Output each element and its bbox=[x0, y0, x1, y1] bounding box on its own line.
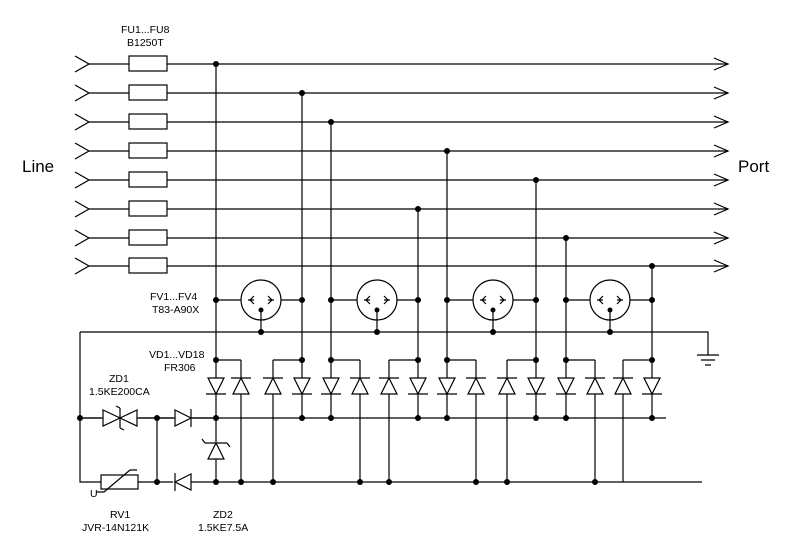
zd2-label: ZD2 bbox=[213, 509, 233, 521]
fuse-2 bbox=[128, 84, 168, 101]
line-4 bbox=[74, 142, 730, 160]
diode-label: VD1...VD18 bbox=[149, 349, 205, 361]
diode-vd3 bbox=[263, 372, 283, 400]
line-3 bbox=[74, 113, 730, 131]
diode-vd4 bbox=[292, 372, 312, 400]
diode-vd11 bbox=[497, 372, 517, 400]
zd1-type-label: 1.5KE200CA bbox=[89, 386, 150, 398]
diode-bridge bbox=[77, 357, 666, 482]
line-6 bbox=[74, 200, 730, 218]
line-1 bbox=[74, 55, 730, 73]
diode-vd17 bbox=[174, 409, 216, 427]
rv1-type-label: JVR-14N121K bbox=[82, 522, 149, 534]
line-2 bbox=[74, 84, 730, 102]
diode-vd1 bbox=[206, 372, 226, 400]
zd2-type-label: 1.5KE7.5A bbox=[198, 522, 248, 534]
diode-vd10 bbox=[466, 372, 486, 400]
fuse-1 bbox=[128, 55, 168, 72]
diode-vd9 bbox=[437, 372, 457, 400]
fuse-type-label: B1250T bbox=[127, 37, 164, 49]
diode-vd18 bbox=[173, 473, 702, 491]
ground-rail bbox=[80, 329, 719, 366]
gas-tube-fv1 bbox=[213, 279, 305, 332]
diode-vd8 bbox=[408, 372, 428, 400]
gas-tube-type-label: T83-A90X bbox=[152, 304, 199, 316]
diode-vd12 bbox=[526, 372, 546, 400]
fuse-3 bbox=[128, 113, 168, 130]
diode-vd15 bbox=[613, 372, 633, 400]
gas-tubes bbox=[213, 279, 655, 332]
line-label: Line bbox=[22, 157, 54, 176]
tvs-zd1 bbox=[102, 405, 138, 431]
diode-vd5 bbox=[321, 372, 341, 400]
labels: Line Port FU1...FU8 B1250T FV1...FV4 T83… bbox=[22, 24, 769, 534]
gas-tube-fv3 bbox=[444, 279, 539, 332]
gas-tube-fv2 bbox=[328, 279, 421, 332]
gas-tube-label: FV1...FV4 bbox=[150, 291, 197, 303]
fuse-5 bbox=[128, 171, 168, 188]
line-taps bbox=[213, 61, 655, 360]
line-5 bbox=[74, 171, 730, 189]
diode-vd14 bbox=[585, 372, 605, 400]
diode-vd16 bbox=[642, 372, 662, 400]
diode-vd7 bbox=[379, 372, 399, 400]
line-7 bbox=[74, 229, 730, 247]
rv1-label: RV1 bbox=[110, 509, 130, 521]
fuse-4 bbox=[128, 142, 168, 159]
fuse-label: FU1...FU8 bbox=[121, 24, 170, 36]
fuse-8 bbox=[128, 257, 168, 274]
gas-tube-fv4 bbox=[563, 279, 655, 332]
port-label: Port bbox=[738, 157, 769, 176]
diode-vd13 bbox=[556, 372, 576, 400]
diode-type-label: FR306 bbox=[164, 362, 196, 374]
fuse-7 bbox=[128, 229, 168, 246]
line-8 bbox=[74, 257, 730, 275]
zd1-label: ZD1 bbox=[109, 373, 129, 385]
diode-vd6 bbox=[350, 372, 370, 400]
varistor-rv1 bbox=[96, 469, 139, 493]
fuse-6 bbox=[128, 200, 168, 217]
diode-vd2 bbox=[231, 372, 251, 400]
varistor-u-label: U bbox=[90, 488, 98, 500]
signal-lines bbox=[74, 55, 730, 275]
protection-network bbox=[79, 332, 702, 493]
tvs-zd2 bbox=[201, 418, 231, 482]
